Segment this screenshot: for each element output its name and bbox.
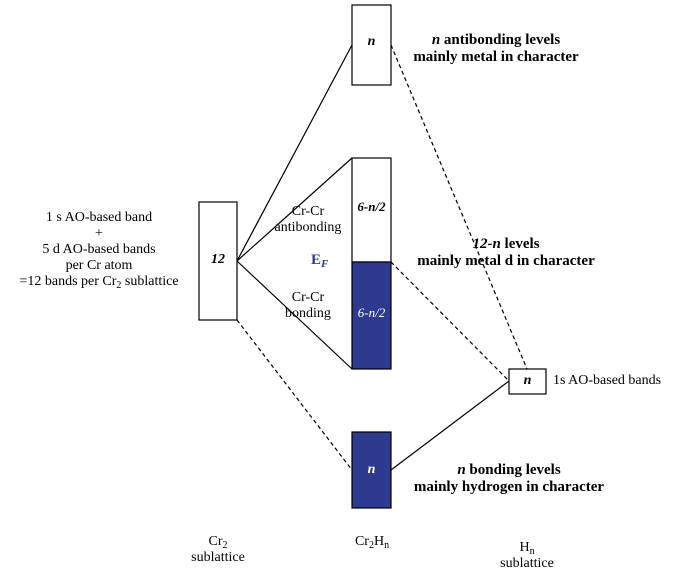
- column-cr2: Cr2 sublattice: [181, 534, 255, 566]
- annotation-mid-line2: mainly metal d in character: [417, 253, 595, 270]
- crcr-bonding-text-l1: Cr-Cr: [291, 290, 325, 305]
- crcr-antibonding-text: Cr-Cr antibonding: [266, 204, 350, 236]
- line-bottom-to-h: [390, 380, 510, 471]
- column-cr2hn-a-sub: 2: [368, 540, 374, 551]
- column-cr2-title: Cr2: [181, 534, 255, 551]
- annotation-mid: 12-n levels mainly metal d in character: [395, 236, 617, 271]
- bottom-bonding-label: n: [367, 462, 376, 477]
- column-cr2hn-b: H: [373, 534, 385, 549]
- column-cr2hn-a: Cr: [354, 534, 369, 549]
- column-cr2hn-b-sub: n: [384, 540, 390, 551]
- annotation-mid-italic: 12-n: [472, 236, 501, 252]
- cr2-desc-line1: 1 s AO-based band: [45, 210, 153, 225]
- fermi-level-label: EF: [311, 252, 329, 270]
- annotation-bottom-line2: mainly hydrogen in character: [413, 479, 605, 496]
- crcr-bonding-text-l2: bonding: [285, 306, 331, 322]
- annotation-bottom: n bonding levels mainly hydrogen in char…: [398, 462, 620, 497]
- cr2-description: 1 s AO-based band + 5 d AO-based bands p…: [3, 210, 195, 292]
- line-cr2-to-top: [236, 44, 353, 262]
- column-hn: Hn sublattice: [490, 540, 564, 572]
- cr2-box: [198, 201, 238, 321]
- cr2-desc-line5-sub: 2: [116, 280, 122, 292]
- crcr-antibonding-label: 6-n/2: [357, 199, 386, 214]
- crcr-antibonding-text-l2: antibonding: [274, 220, 342, 236]
- fermi-main: E: [311, 252, 322, 268]
- column-hn-main: H: [519, 540, 530, 555]
- cr2-desc-line5-pre: =12 bands per Cr: [19, 274, 117, 290]
- line-cr2-to-bonding: [236, 260, 353, 370]
- top-antibonding-box: [351, 4, 392, 86]
- crcr-bonding-box: [351, 261, 392, 370]
- column-cr2-sub: 2: [222, 540, 228, 551]
- annotation-top-italic: n: [431, 32, 441, 48]
- annotation-top: n antibonding levels mainly metal in cha…: [396, 32, 596, 67]
- column-hn-sub: n: [529, 546, 535, 557]
- dash-top-to-h: [390, 44, 528, 370]
- h-sublattice-label: n: [523, 373, 532, 388]
- dash-cr2-to-bottom: [236, 319, 353, 471]
- annotation-bottom-rest: bonding levels: [465, 462, 561, 478]
- column-hn-caption: sublattice: [500, 556, 554, 572]
- column-cr2-main: Cr: [208, 534, 223, 549]
- annotation-top-rest: antibonding levels: [440, 32, 561, 48]
- annotation-mid-line1: 12-n levels: [395, 236, 617, 253]
- crcr-bonding-label: 6-n/2: [357, 305, 386, 320]
- line-cr2-to-antibonding: [236, 157, 353, 262]
- crcr-bonding-text: Cr-Cr bonding: [266, 290, 350, 322]
- annotation-bottom-line1: n bonding levels: [398, 462, 620, 479]
- bottom-bonding-box: [351, 431, 392, 509]
- crcr-antibonding-text-l1: Cr-Cr: [291, 204, 325, 219]
- cr2-desc-line5: =12 bands per Cr2 sublattice: [3, 274, 195, 292]
- cr2-desc-line3: 5 d AO-based bands: [42, 242, 156, 258]
- cr2-count-label: 12: [211, 252, 225, 267]
- annotation-mid-rest: levels: [500, 236, 540, 252]
- crcr-antibonding-box: [351, 157, 392, 263]
- cr2-desc-plus: +: [95, 226, 103, 242]
- column-cr2-caption: sublattice: [191, 550, 245, 566]
- column-hn-title: Hn: [490, 540, 564, 557]
- top-antibonding-label: n: [367, 34, 376, 49]
- annotation-bottom-italic: n: [457, 462, 466, 478]
- dash-fermi-to-h: [390, 261, 510, 382]
- h-bands-label: 1s AO-based bands: [553, 373, 662, 388]
- column-cr2hn: Cr2Hn: [332, 534, 412, 551]
- cr2-desc-line4: per Cr atom: [65, 258, 133, 274]
- fermi-sub: F: [321, 258, 329, 270]
- annotation-top-line1: n antibonding levels: [396, 32, 596, 49]
- cr2-desc-line5-post: sublattice: [121, 274, 179, 290]
- annotation-top-line2: mainly metal in character: [413, 49, 579, 66]
